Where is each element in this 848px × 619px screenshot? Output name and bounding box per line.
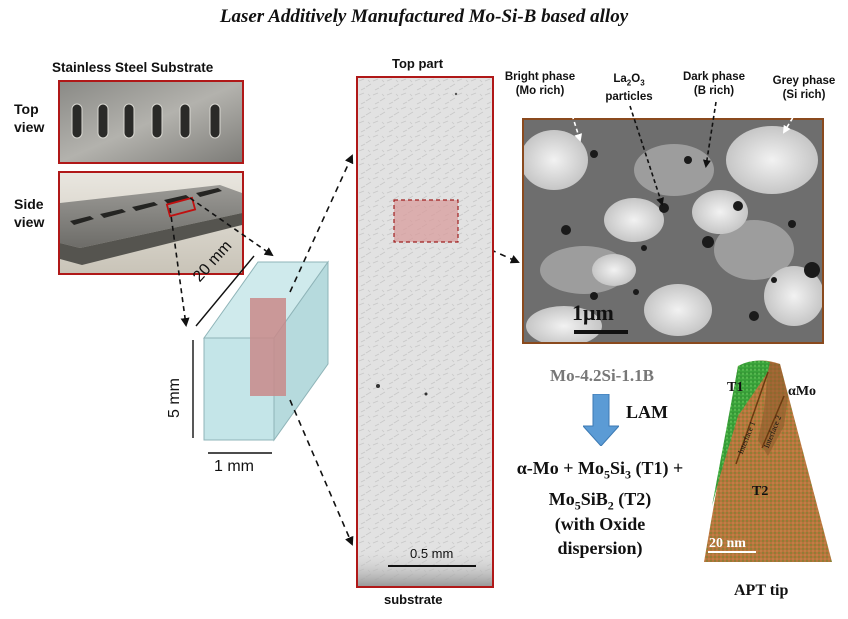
label-grey-phase: Grey phase (Si rich) <box>766 74 842 102</box>
sem-micrograph: 1μm <box>522 118 824 344</box>
bright-phase-detail: (Mo rich) <box>515 85 565 97</box>
apt-label-t1: T1 <box>727 380 744 395</box>
micrograph-scale-label: 1μm <box>572 300 614 325</box>
process-arrow <box>583 394 619 446</box>
section-plane <box>250 298 286 396</box>
dark-phase-name: Dark phase <box>682 71 745 83</box>
dark-phase-detail: (B rich) <box>693 85 735 97</box>
top-view-label-line2: view <box>14 119 45 135</box>
cross-section-image: 0.5 mm <box>356 76 494 588</box>
top-view-image <box>60 82 242 162</box>
side-view-label: Side view <box>14 195 44 231</box>
label-bright-phase: Bright phase (Mo rich) <box>500 70 580 98</box>
phase-products-line1: α-Mo + Mo5Si3 (T1) + <box>516 458 684 482</box>
grey-phase-name: Grey phase <box>772 75 836 87</box>
label-dark-phase: Dark phase (B rich) <box>676 70 752 98</box>
phase-products-line2: Mo5SiB2 (T2) <box>548 488 652 513</box>
grey-phase-detail: (Si rich) <box>782 89 826 101</box>
arrow-to-section-top <box>289 154 354 293</box>
bright-phase-name: Bright phase <box>504 71 576 83</box>
section-bottom-label: substrate <box>384 592 443 607</box>
dim-line-length <box>195 255 255 327</box>
apt-tip-image <box>704 360 832 562</box>
top-view-label-line1: Top <box>14 101 39 117</box>
apt-caption: APT tip <box>734 582 789 599</box>
phase-products: α-Mo + Mo5Si3 (T1) + Mo5SiB2 (T2) <box>494 456 706 517</box>
top-view-photo <box>58 80 244 164</box>
dim-width-label: 1 mm <box>214 458 254 475</box>
side-view-image <box>60 173 242 273</box>
apt-label-amo: αMo <box>788 384 817 399</box>
side-view-label-line1: Side <box>14 196 44 212</box>
alloy-composition: Mo-4.2Si-1.1B <box>550 366 654 385</box>
region-of-interest <box>393 199 459 243</box>
oxide-note-line1: (with Oxide <box>554 514 646 534</box>
side-view-label-line2: view <box>14 214 45 230</box>
arrow-to-box-right <box>189 197 274 257</box>
oxide-note: (with Oxide dispersion) <box>520 512 680 560</box>
dim-height-label: 5 mm <box>166 378 183 418</box>
side-view-photo <box>58 171 244 275</box>
apt-label-t2: T2 <box>752 484 769 499</box>
arrow-to-box-left <box>169 207 190 327</box>
la2o3-detail: particles <box>605 91 653 104</box>
figure-title: Laser Additively Manufactured Mo-Si-B ba… <box>219 6 629 27</box>
substrate-heading: Stainless Steel Substrate <box>52 60 214 75</box>
section-top-label: Top part <box>392 56 444 71</box>
apt-scale-label: 20 nm <box>709 536 746 551</box>
section-scale-label: 0.5 mm <box>410 546 454 561</box>
process-label: LAM <box>626 402 668 422</box>
label-la2o3: La2O3 particles <box>596 72 662 104</box>
oxide-note-line2: dispersion) <box>557 538 643 558</box>
la2o3-name: La2O3 <box>613 73 645 88</box>
arrow-to-section-bottom <box>289 399 354 546</box>
cross-section-texture <box>358 78 492 586</box>
specimen-box <box>203 260 329 442</box>
top-view-label: Top view <box>14 100 44 136</box>
sem-micrograph-image <box>524 120 822 342</box>
